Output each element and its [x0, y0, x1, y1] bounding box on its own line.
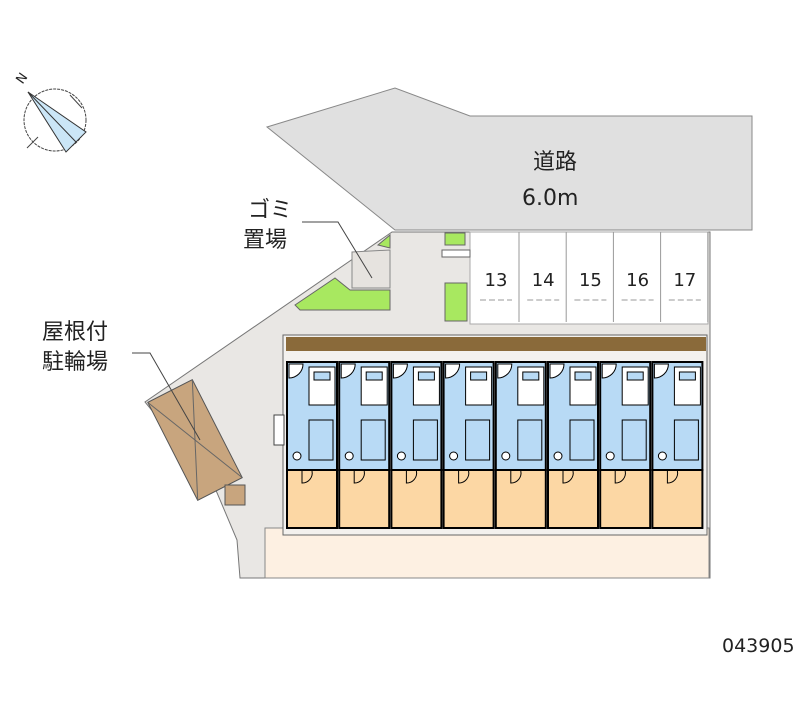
garbage-label-1: ゴミ — [248, 198, 293, 223]
bike-shelter — [147, 378, 243, 502]
hedge — [286, 337, 706, 351]
entrance-step — [273, 414, 285, 446]
parking-space-number: 14 — [531, 270, 555, 291]
apartment-unit — [442, 361, 495, 529]
apartment-unit — [286, 361, 338, 529]
road-width: 6.0m — [522, 186, 579, 211]
bike-label-2: 駐輪場 — [42, 350, 109, 375]
gate — [441, 249, 471, 258]
apartment-unit — [651, 361, 704, 529]
road-name: 道路 — [533, 150, 578, 175]
apartment-unit — [390, 361, 443, 529]
parking-space-number: 13 — [484, 270, 508, 291]
apartment-unit — [599, 361, 652, 529]
leader-line — [132, 352, 201, 441]
parking-space-number: 15 — [578, 270, 602, 291]
road-area — [265, 87, 753, 231]
parking-area — [469, 231, 709, 325]
bike-label-1: 屋根付 — [42, 320, 109, 345]
leader-line — [302, 221, 373, 279]
apartment-unit — [547, 361, 599, 529]
green-area — [376, 233, 391, 249]
green-area — [444, 282, 468, 322]
apartment-unit — [494, 361, 547, 529]
compass-icon — [23, 88, 87, 153]
meter-box — [224, 484, 246, 506]
garbage-label-2: 置場 — [243, 228, 288, 253]
garbage-area — [351, 249, 391, 289]
parking-space-number: 16 — [626, 270, 650, 291]
apartment-unit — [338, 361, 391, 529]
green-area — [444, 232, 466, 246]
parking-space-number: 17 — [673, 270, 697, 291]
green-area — [294, 277, 391, 311]
property-code: 043905 — [722, 635, 795, 657]
